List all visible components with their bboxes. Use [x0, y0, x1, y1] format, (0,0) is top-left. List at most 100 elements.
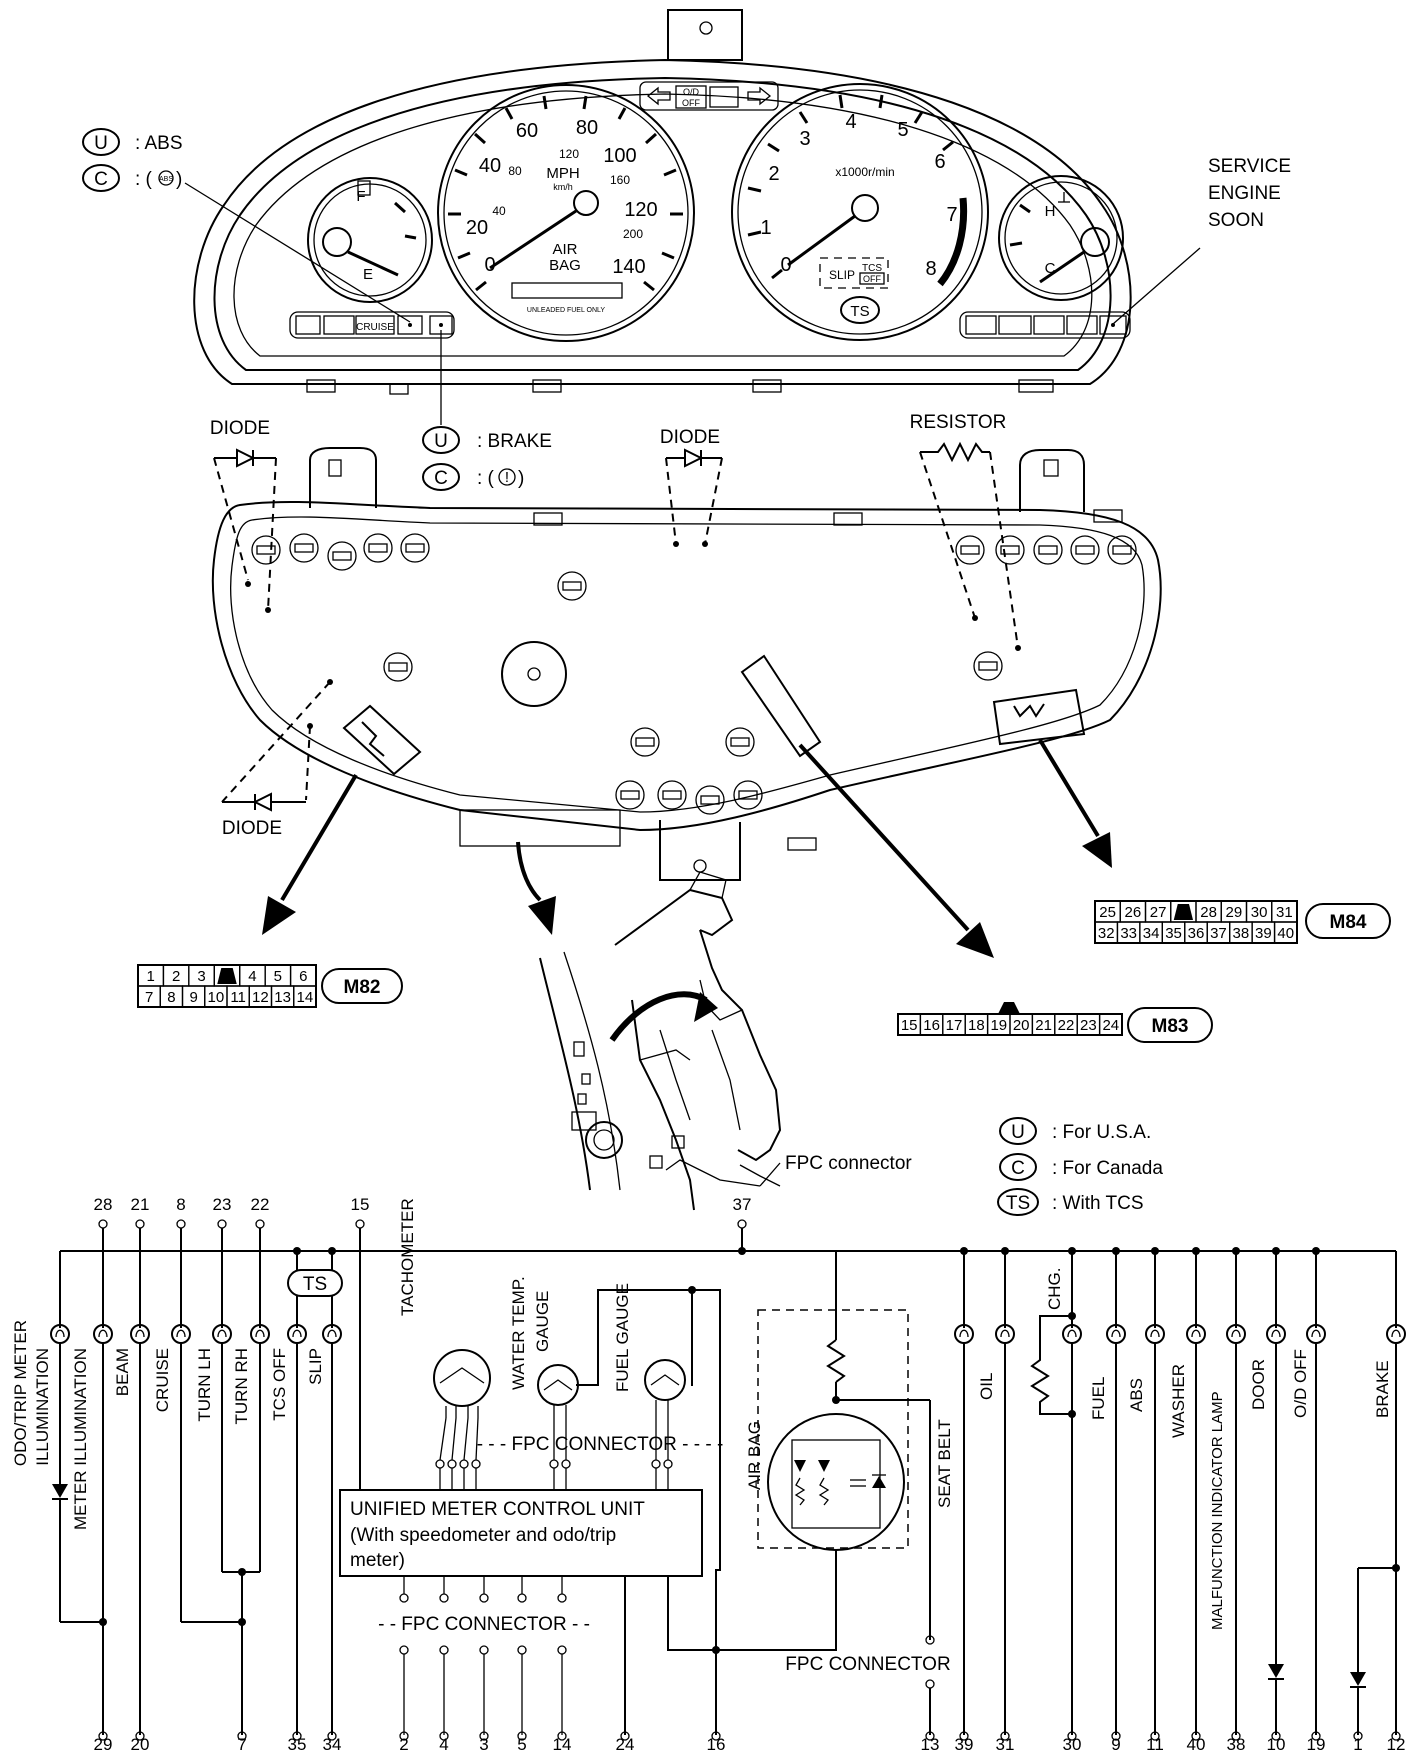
terminal-pin-number: 24	[616, 1735, 635, 1752]
terminal-pin-number: 39	[955, 1735, 974, 1752]
terminal-pin-number: 37	[733, 1195, 752, 1214]
bulb-socket	[630, 727, 660, 757]
connector-pin-label: 11	[230, 989, 246, 1006]
warning-strip-left: CRUISE	[289, 311, 455, 339]
connector-pin-label: 37	[1210, 925, 1227, 942]
label-fuel: FUEL	[1089, 1377, 1108, 1420]
label-illumination: ILLUMINATION	[33, 1348, 52, 1466]
connector-m82-body	[342, 704, 422, 776]
tacho-mark-0: 0	[780, 254, 791, 276]
bulb-socket	[973, 651, 1003, 681]
bulb-socket	[725, 727, 755, 757]
legend-u-symbol: U	[94, 133, 108, 154]
terminal-pin-number: 12	[1387, 1735, 1406, 1752]
unleaded-fuel-label: UNLEADED FUEL ONLY	[527, 307, 606, 314]
bulb-socket	[557, 571, 587, 601]
terminal-pin	[255, 1219, 265, 1229]
unit-box-line-3: meter)	[350, 1550, 405, 1571]
speedo-unit-kmh: km/h	[553, 182, 573, 192]
unit-box-line-1: UNIFIED METER CONTROL UNIT	[350, 1499, 645, 1520]
speedo-mark-40: 40	[479, 155, 501, 177]
schematic-tachometer: TACHOMETER	[398, 1198, 491, 1418]
bottom-c-symbol: C	[1011, 1158, 1025, 1179]
fuel-pump-icon	[295, 315, 321, 335]
slip-indicator: SLIP	[829, 268, 855, 282]
terminal-pin-number: 15	[351, 1195, 370, 1214]
connector-pin-label: 30	[1251, 904, 1268, 921]
connector-pin-label: 10	[208, 989, 225, 1006]
tacho-ts-symbol: TS	[850, 303, 869, 320]
bulb-socket	[1107, 535, 1137, 565]
connector-pin-label: 4	[248, 968, 256, 985]
brake-c-close: )	[518, 468, 524, 489]
tacho-mark-1: 1	[760, 217, 771, 239]
airbag-text-1: AIR	[552, 241, 577, 258]
resistor-label: RESISTOR	[910, 412, 1007, 433]
service-label-1: SERVICE	[1208, 156, 1291, 177]
bulb-socket	[1033, 535, 1063, 565]
connector-pin-label: 34	[1143, 925, 1160, 942]
connector-pin-label: 35	[1165, 925, 1182, 942]
speedo-mark-120: 120	[624, 199, 657, 221]
tacho-mark-7: 7	[946, 204, 957, 226]
terminal-pin-number: 5	[517, 1735, 526, 1752]
speedo-mark-20: 20	[466, 217, 488, 239]
label-malfunction-indicator-lamp: MALFUNCTION INDICATOR LAMP	[1209, 1391, 1226, 1630]
terminal-pin-number: 9	[1111, 1735, 1120, 1752]
diode-center: DIODE	[660, 427, 723, 547]
connector-pin-label: 16	[923, 1017, 940, 1034]
fuel-empty-mark: E	[363, 266, 373, 283]
connector-m82-id: M82	[344, 977, 381, 998]
label-turn-lh: TURN LH	[195, 1348, 214, 1422]
terminal-pin-number: 20	[131, 1735, 150, 1752]
terminal-pin-number: 3	[479, 1735, 488, 1752]
label-seat-belt: SEAT BELT	[935, 1419, 954, 1508]
terminal-pin-number: 22	[251, 1195, 270, 1214]
connector-pin-label: 3	[197, 968, 205, 985]
terminal-pin	[98, 1219, 108, 1229]
terminal-pin-number: 2	[399, 1735, 408, 1752]
speedometer: 0 20 40 60 80 100 120 140 80 40 120 160 …	[437, 84, 695, 342]
connector-pin-label: 22	[1058, 1017, 1075, 1034]
connector-pin-label: 23	[1080, 1017, 1097, 1034]
terminal-pin-number: 4	[439, 1735, 448, 1752]
connector-pin-label: 31	[1276, 904, 1293, 921]
bottom-ts-symbol: TS	[1006, 1193, 1030, 1214]
temp-cold-mark: C	[1045, 260, 1056, 277]
label-chg: CHG.	[1045, 1268, 1064, 1311]
terminal-pin	[737, 1219, 747, 1229]
label-tcs-off: TCS OFF	[270, 1348, 289, 1421]
service-label-3: SOON	[1208, 210, 1264, 231]
pointer-arrows	[262, 738, 1112, 958]
tacho-mark-5: 5	[897, 119, 908, 141]
terminal-pin-number: 13	[921, 1735, 940, 1752]
label-brake: BRAKE	[1373, 1360, 1392, 1418]
bottom-ts-text: : With TCS	[1052, 1193, 1144, 1214]
connector-pin-label: 32	[1098, 925, 1115, 942]
bulb-socket	[955, 535, 985, 565]
bulb-socket	[657, 780, 687, 810]
label-gauge: GAUGE	[533, 1291, 552, 1352]
fpc-connector-detail: FPC connector	[539, 871, 912, 1211]
temp-hot-mark: H	[1045, 203, 1056, 220]
connector-pin-label: 27	[1150, 904, 1167, 921]
bulb-socket	[327, 541, 357, 571]
turn-right-icon	[747, 86, 772, 106]
connector-pin-label: 20	[1013, 1017, 1030, 1034]
fuel-gauge: F E	[307, 177, 433, 303]
fpc-connector-top-label: - - - FPC CONNECTOR - - - -	[477, 1434, 724, 1455]
schematic-fuel-gauge: FUEL GAUGE	[613, 1283, 686, 1401]
connector-pin-label: 8	[167, 989, 175, 1006]
fpc-connector-low-label: FPC CONNECTOR	[785, 1654, 950, 1675]
connector-pin-label: 24	[1102, 1017, 1119, 1034]
label-water-temp: WATER TEMP.	[509, 1276, 528, 1390]
connector-pin-label: 2	[172, 968, 180, 985]
connector-m83-id: M83	[1152, 1016, 1189, 1037]
ts-box-label: TS	[303, 1274, 327, 1295]
connector-pin-label: 19	[990, 1017, 1007, 1034]
terminal-pin-number: 29	[94, 1735, 113, 1752]
tacho-mark-3: 3	[799, 128, 810, 150]
